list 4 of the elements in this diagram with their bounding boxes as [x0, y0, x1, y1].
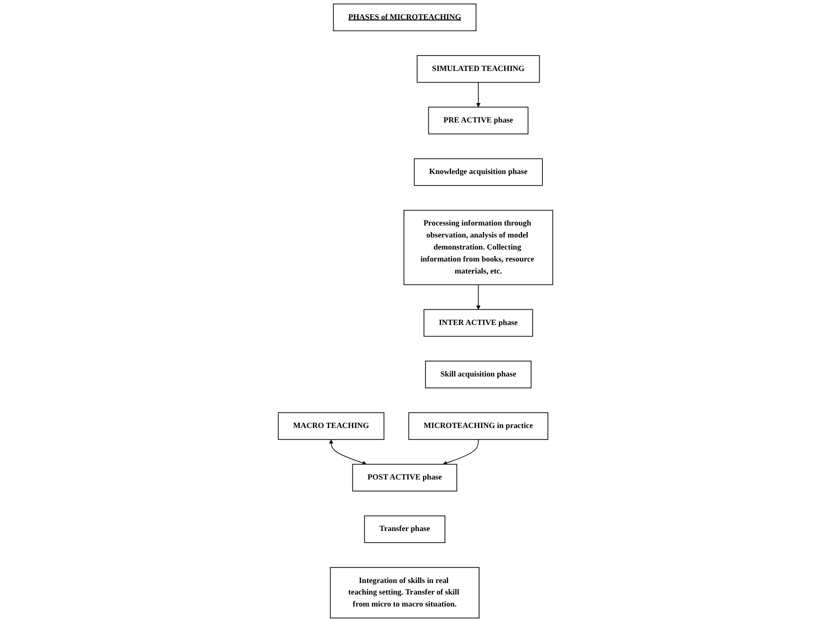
arrow: [442, 439, 479, 466]
arrow: [476, 82, 480, 108]
arrow: [328, 439, 367, 466]
arrow: [476, 284, 480, 310]
